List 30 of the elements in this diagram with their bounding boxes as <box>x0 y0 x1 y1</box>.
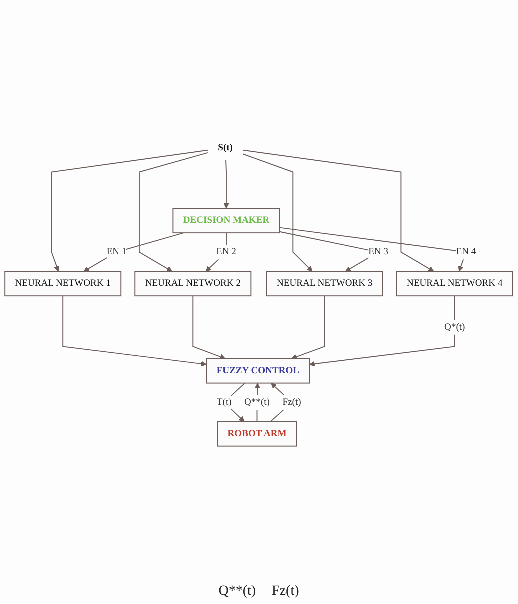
edge-label: Fz(t) <box>282 397 302 408</box>
node-box: NEURAL NETWORK 4 <box>396 271 514 297</box>
signal-label: Q**(t) <box>218 584 256 600</box>
arrow <box>279 227 467 272</box>
arrow <box>224 160 230 209</box>
node-box: ROBOT ARM <box>217 421 298 447</box>
edge-label: T(t) <box>216 397 232 408</box>
edge-label: EN 1 <box>106 247 127 258</box>
arrow <box>51 150 208 272</box>
node-box: NEURAL NETWORK 3 <box>266 271 384 297</box>
arrow <box>309 296 456 367</box>
node-box: NEURAL NETWORK 2 <box>134 271 252 297</box>
edge-label: EN 3 <box>368 247 388 258</box>
arrow <box>242 150 434 272</box>
node-box: DECISION MAKER <box>172 208 280 234</box>
node-text: S(t) <box>218 142 233 153</box>
edge-label: EN 2 <box>216 247 236 258</box>
edge-label: EN 4 <box>456 247 476 258</box>
signal-label: Fz(t) <box>272 584 300 600</box>
node-box: NEURAL NETWORK 1 <box>4 271 122 297</box>
arrow <box>84 232 184 272</box>
arrow <box>192 296 226 360</box>
arrow <box>291 296 326 360</box>
edge-label: Q*(t) <box>444 322 466 332</box>
arrow <box>206 232 227 272</box>
arrow <box>62 296 207 367</box>
node-box: FUZZY CONTROL <box>206 358 310 384</box>
arrow <box>242 154 313 272</box>
arrow <box>139 152 208 272</box>
edge-label: Q**(t) <box>244 397 270 408</box>
